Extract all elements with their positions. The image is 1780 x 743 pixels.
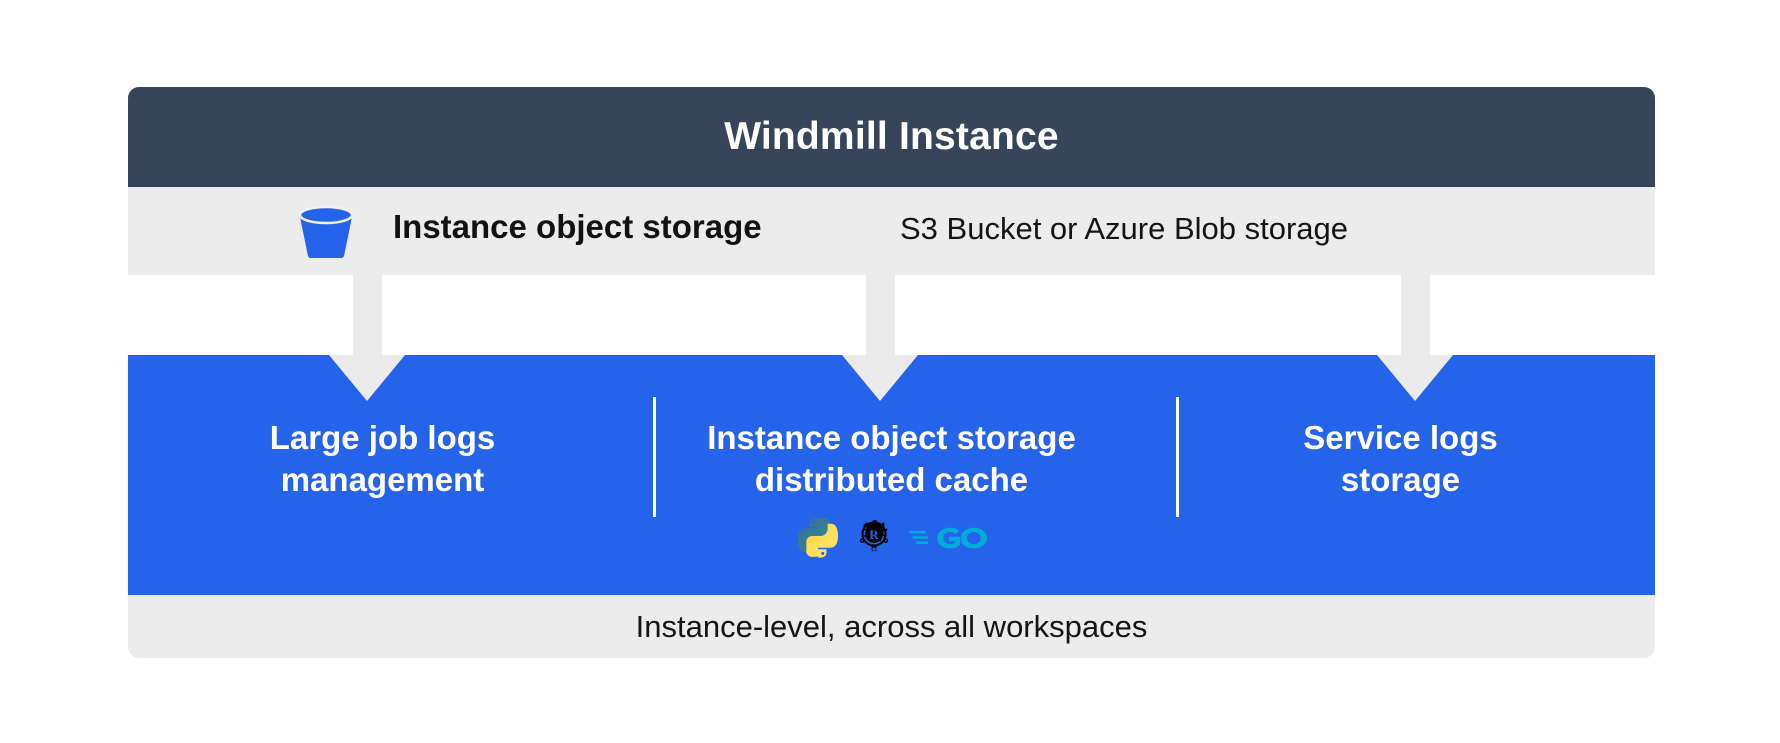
- python-icon: [797, 518, 838, 559]
- s3-bucket-icon: [298, 205, 354, 258]
- go-icon: [908, 528, 987, 549]
- windmill-instance-card: Windmill Instance Instance object storag…: [128, 87, 1655, 658]
- footer-caption: Instance-level, across all workspaces: [635, 608, 1148, 644]
- svg-text:R: R: [869, 527, 879, 542]
- feature-columns: Large job logs management Instance objec…: [128, 355, 1655, 595]
- feature-title: Service logs storage: [1303, 419, 1498, 499]
- feature-column-service-logs[interactable]: Service logs storage: [1146, 355, 1655, 595]
- connector-stem-3: [1401, 275, 1430, 355]
- feature-column-large-job-logs[interactable]: Large job logs management: [128, 355, 637, 595]
- rust-icon: R: [859, 520, 888, 552]
- instance-storage-row: Instance object storage S3 Bucket or Azu…: [128, 187, 1655, 275]
- page-title: Windmill Instance: [724, 115, 1059, 158]
- card-footer: Instance-level, across all workspaces: [128, 595, 1655, 658]
- feature-column-distributed-cache[interactable]: Instance object storage distributed cach…: [637, 355, 1146, 595]
- features-panel: Large job logs management Instance objec…: [128, 355, 1655, 595]
- instance-storage-label: Instance object storage: [393, 208, 762, 245]
- instance-storage-subtitle: S3 Bucket or Azure Blob storage: [900, 211, 1349, 246]
- feature-title: Large job logs management: [269, 419, 496, 499]
- feature-title: Instance object storage distributed cach…: [707, 419, 1076, 499]
- card-header: Windmill Instance: [128, 87, 1655, 187]
- column-divider-2: [1176, 397, 1179, 517]
- connector-stem-1: [353, 275, 382, 355]
- connector-stem-2: [866, 275, 895, 355]
- connector-gap: [128, 275, 1655, 355]
- column-divider-1: [653, 397, 656, 517]
- language-icons: R: [797, 517, 987, 559]
